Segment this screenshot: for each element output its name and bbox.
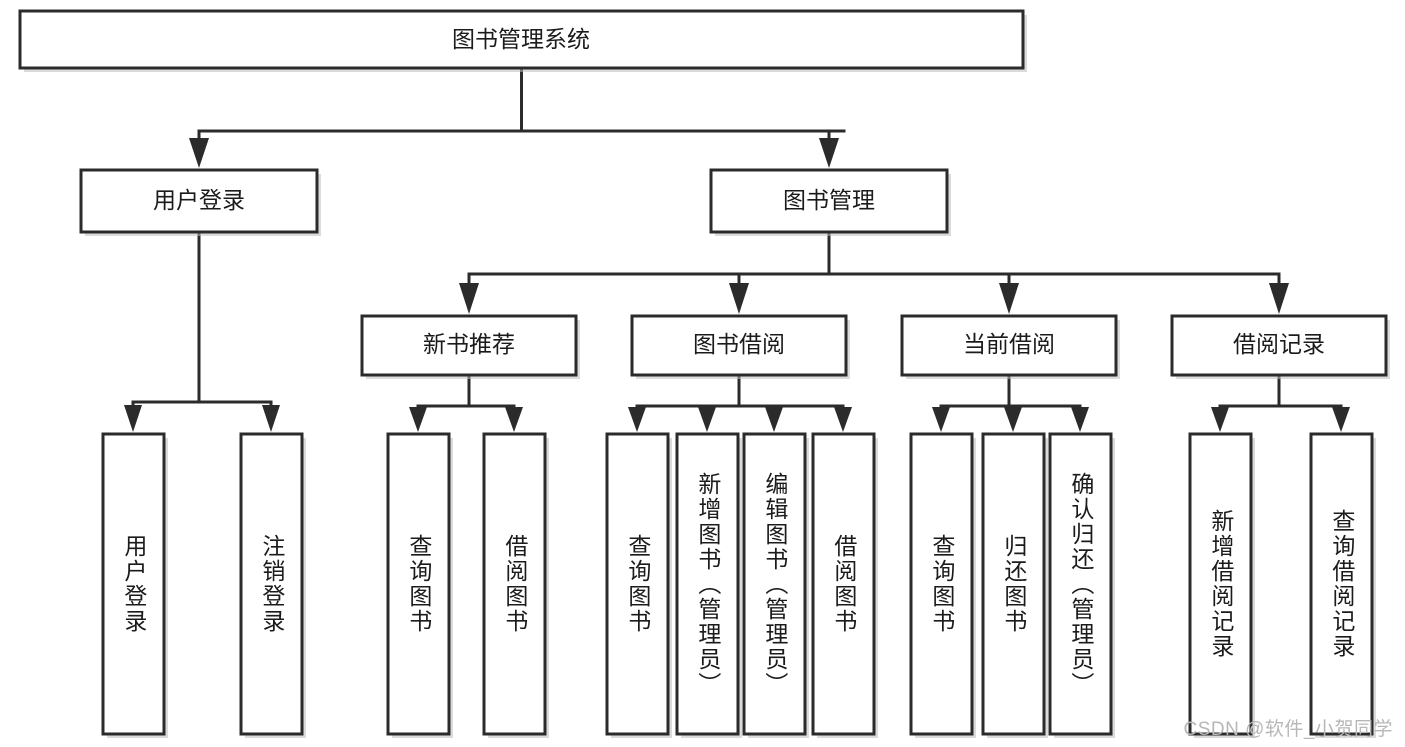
node-new-book-recommend-box[interactable] [360, 314, 578, 377]
leaf-node[interactable] [675, 432, 742, 738]
arrow-head-leaf-query-record [1332, 407, 1350, 432]
leaf-node[interactable] [1048, 432, 1115, 738]
watermark-label: CSDN @软件_小贺同学 [1183, 719, 1393, 740]
leaf-node-box[interactable] [811, 432, 876, 736]
arrow-head-leaf-user-logout [262, 405, 280, 432]
node-borrow-record-label: 借阅记录 [1233, 331, 1325, 357]
connector-group-root [189, 66, 846, 168]
arrow-head-borrow-record [1269, 283, 1289, 314]
arrow-head-leaf-query-book-1 [409, 407, 427, 432]
node-current-borrow-box[interactable] [900, 314, 1118, 377]
arrow-head-borrow-book [729, 283, 749, 314]
arrow-head-leaf-add-book [698, 407, 716, 432]
arrow-head-current-borrow [999, 283, 1019, 314]
connector-group-current-borrow [932, 373, 1089, 432]
arrow-head-leaf-query-book-2 [628, 407, 646, 432]
leaf-rect-layer [101, 432, 1376, 738]
leaf-node-box[interactable] [742, 432, 807, 736]
node-root-system[interactable]: 图书管理系统 [18, 9, 1027, 72]
node-root-system-label: 图书管理系统 [452, 26, 590, 52]
node-book-borrow-label: 图书借阅 [693, 331, 785, 357]
leaf-node-box[interactable] [909, 432, 974, 736]
leaf-node-box[interactable] [981, 432, 1046, 736]
node-new-book-recommend-label: 新书推荐 [423, 331, 515, 357]
arrow-head-leaf-add-record [1211, 407, 1229, 432]
leaf-node-box[interactable] [1048, 432, 1113, 736]
connector-group-user-login [124, 230, 280, 432]
leaf-node-box[interactable] [482, 432, 547, 736]
leaf-node-box[interactable] [101, 432, 166, 736]
arrow-head-leaf-query-book-3 [932, 407, 950, 432]
node-book-management[interactable]: 图书管理 [709, 168, 951, 236]
leaf-node[interactable] [101, 432, 168, 738]
node-book-borrow[interactable]: 图书借阅 [630, 314, 850, 379]
arrow-head-leaf-return-book [1004, 407, 1022, 432]
connector-group-borrow-record [1211, 373, 1350, 432]
node-user-login-box[interactable] [79, 168, 319, 234]
leaf-node[interactable] [386, 432, 453, 738]
arrow-head-book-manage [819, 138, 839, 168]
leaf-node[interactable] [605, 432, 672, 738]
arrow-head-leaf-edit-book [765, 407, 783, 432]
arrow-head-leaf-user-login [124, 405, 142, 432]
leaf-node-box[interactable] [1309, 432, 1374, 736]
leaf-node[interactable] [1309, 432, 1376, 738]
arrow-head-leaf-confirm-return [1071, 407, 1089, 432]
leaf-node-box[interactable] [675, 432, 740, 736]
leaf-node-box[interactable] [386, 432, 451, 736]
node-user-login-label: 用户登录 [153, 187, 245, 213]
leaf-node[interactable] [1188, 432, 1255, 738]
node-current-borrow[interactable]: 当前借阅 [900, 314, 1120, 379]
arrow-head-new-book [459, 283, 479, 314]
node-current-borrow-label: 当前借阅 [963, 331, 1055, 357]
node-book-borrow-box[interactable] [630, 314, 848, 377]
leaf-node[interactable] [811, 432, 878, 738]
arrow-head-leaf-borrow-book-2 [834, 407, 852, 432]
leaf-node[interactable] [239, 432, 306, 738]
node-user-login[interactable]: 用户登录 [79, 168, 321, 236]
arrow-head-leaf-borrow-book-1 [505, 407, 523, 432]
connector-group-borrow-book [628, 373, 852, 432]
leaf-node-box[interactable] [1188, 432, 1253, 736]
leaf-node[interactable] [482, 432, 549, 738]
leaf-node[interactable] [909, 432, 976, 738]
connector-group-new-book [409, 373, 523, 432]
node-borrow-record-box[interactable] [1170, 314, 1388, 377]
node-book-management-label: 图书管理 [783, 187, 875, 213]
connector-group-book-manage [459, 230, 1289, 314]
node-book-management-box[interactable] [709, 168, 949, 234]
leaf-node-box[interactable] [239, 432, 304, 736]
arrow-head-user-login [189, 138, 209, 168]
leaf-node[interactable] [742, 432, 809, 738]
leaf-node[interactable] [981, 432, 1048, 738]
node-root-system-box[interactable] [18, 9, 1025, 70]
node-borrow-record[interactable]: 借阅记录 [1170, 314, 1390, 379]
node-new-book-recommend[interactable]: 新书推荐 [360, 314, 580, 379]
leaf-node-box[interactable] [605, 432, 670, 736]
